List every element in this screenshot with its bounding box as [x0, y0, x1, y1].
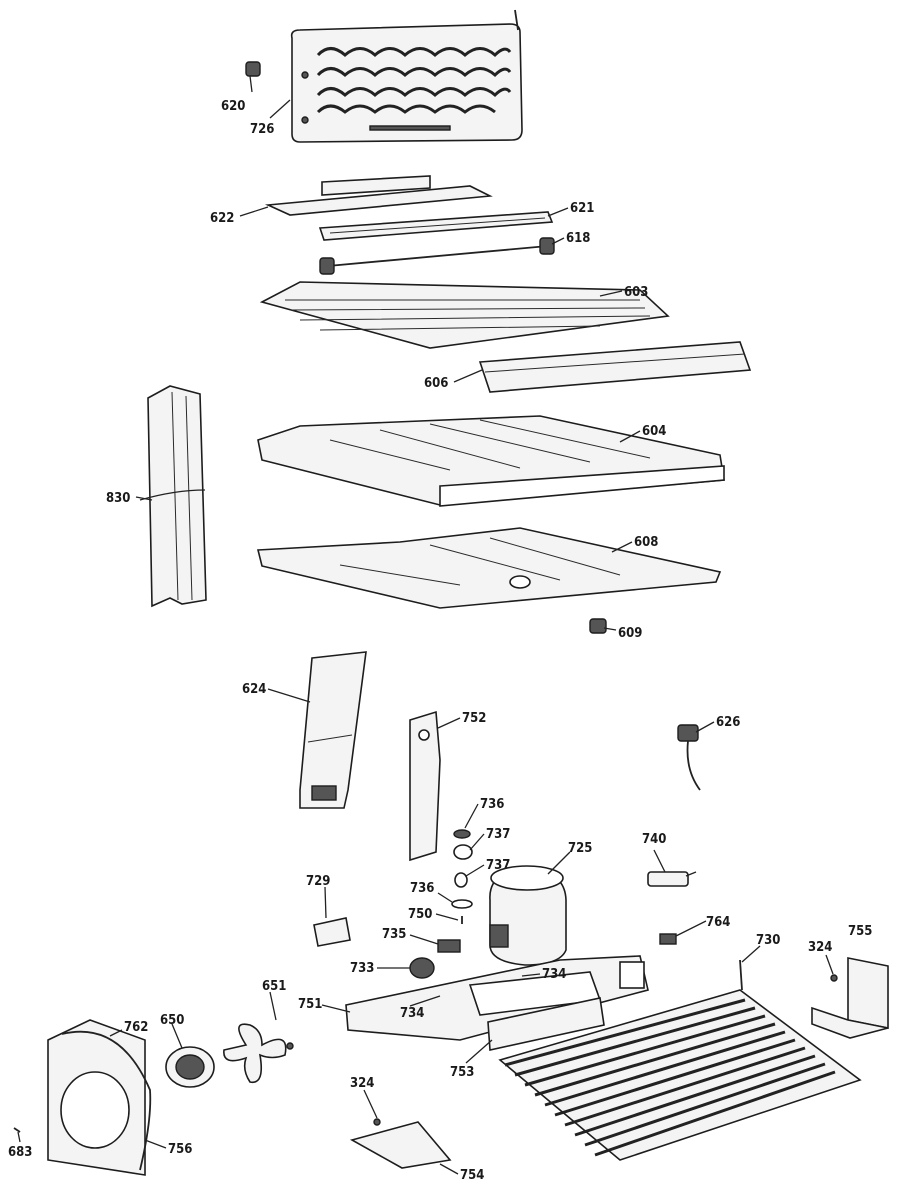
- part-740-drawing: [647, 871, 697, 887]
- label-729: 729: [306, 874, 330, 889]
- shroud-756-drawing: [47, 1019, 152, 1176]
- bracket-755-drawing: [811, 957, 889, 1039]
- label-618: 618: [566, 231, 590, 246]
- part-626-drawing: [677, 724, 701, 791]
- label-736-top: 736: [480, 797, 504, 812]
- label-650: 650: [160, 1013, 184, 1028]
- label-624: 624: [242, 682, 266, 697]
- label-755: 755: [848, 924, 872, 939]
- knob-620-drawing: [245, 61, 261, 77]
- screw-324-left-drawing: [373, 1118, 381, 1126]
- label-603: 603: [624, 285, 648, 300]
- grommet-stack-drawing: [451, 829, 473, 924]
- compressor-725-drawing: [489, 865, 567, 966]
- label-750: 750: [408, 907, 432, 922]
- part-733-drawing: [409, 957, 435, 979]
- leader-lines: [17, 75, 834, 1175]
- label-740: 740: [642, 832, 666, 847]
- tray-608-drawing: [256, 527, 722, 609]
- rail-606-drawing: [478, 341, 752, 393]
- bracket-752-drawing: [409, 710, 441, 862]
- evaporator-726-drawing: [290, 9, 523, 143]
- baffle-622-drawing: [264, 175, 493, 216]
- label-751: 751: [298, 997, 322, 1012]
- condenser-730-drawing: [498, 959, 862, 1161]
- label-324-right: 324: [808, 940, 832, 955]
- base-751-drawing: [345, 955, 649, 1051]
- channel-830-drawing: [139, 385, 207, 608]
- rod-618-drawing: [319, 237, 555, 275]
- label-725: 725: [568, 841, 592, 856]
- label-737-lower: 737: [486, 858, 510, 873]
- part-735-drawing: [437, 939, 461, 953]
- label-756: 756: [168, 1142, 192, 1157]
- label-324-left: 324: [350, 1076, 374, 1091]
- label-736-lower: 736: [410, 881, 434, 896]
- label-608: 608: [634, 535, 658, 550]
- label-830: 830: [106, 491, 130, 506]
- screw-324-right-drawing: [830, 974, 838, 982]
- label-753: 753: [450, 1065, 474, 1080]
- label-762: 762: [124, 1020, 148, 1035]
- label-754: 754: [460, 1168, 484, 1183]
- label-764: 764: [706, 915, 730, 930]
- label-651: 651: [262, 979, 286, 994]
- label-609: 609: [618, 626, 642, 641]
- duct-624-drawing: [299, 651, 367, 809]
- label-683: 683: [8, 1145, 32, 1160]
- clip-764-drawing: [659, 933, 677, 945]
- label-737-top: 737: [486, 827, 510, 842]
- label-621: 621: [570, 201, 594, 216]
- part-labels: 620 726 622 621 618 603 606 604 830 608 …: [8, 99, 872, 1183]
- label-604: 604: [642, 424, 666, 439]
- fan-651-drawing: [223, 1023, 294, 1084]
- screw-683-drawing: [13, 1127, 21, 1133]
- channel-621-drawing: [318, 211, 554, 241]
- label-735: 735: [382, 927, 406, 942]
- motor-650-drawing: [165, 1046, 215, 1088]
- label-726: 726: [250, 122, 274, 137]
- tray-604-drawing: [257, 415, 725, 507]
- label-620: 620: [221, 99, 245, 114]
- label-733: 733: [350, 961, 374, 976]
- shelf-603-drawing: [259, 281, 670, 349]
- label-622: 622: [210, 211, 234, 226]
- clip-609-drawing: [589, 618, 607, 634]
- label-734-left: 734: [400, 1006, 424, 1021]
- label-752: 752: [462, 711, 486, 726]
- bracket-754-drawing: [349, 1121, 452, 1169]
- relay-729-drawing: [313, 917, 351, 947]
- label-734-right: 734: [542, 967, 566, 982]
- label-730: 730: [756, 933, 780, 948]
- label-606: 606: [424, 376, 448, 391]
- label-626: 626: [716, 715, 740, 730]
